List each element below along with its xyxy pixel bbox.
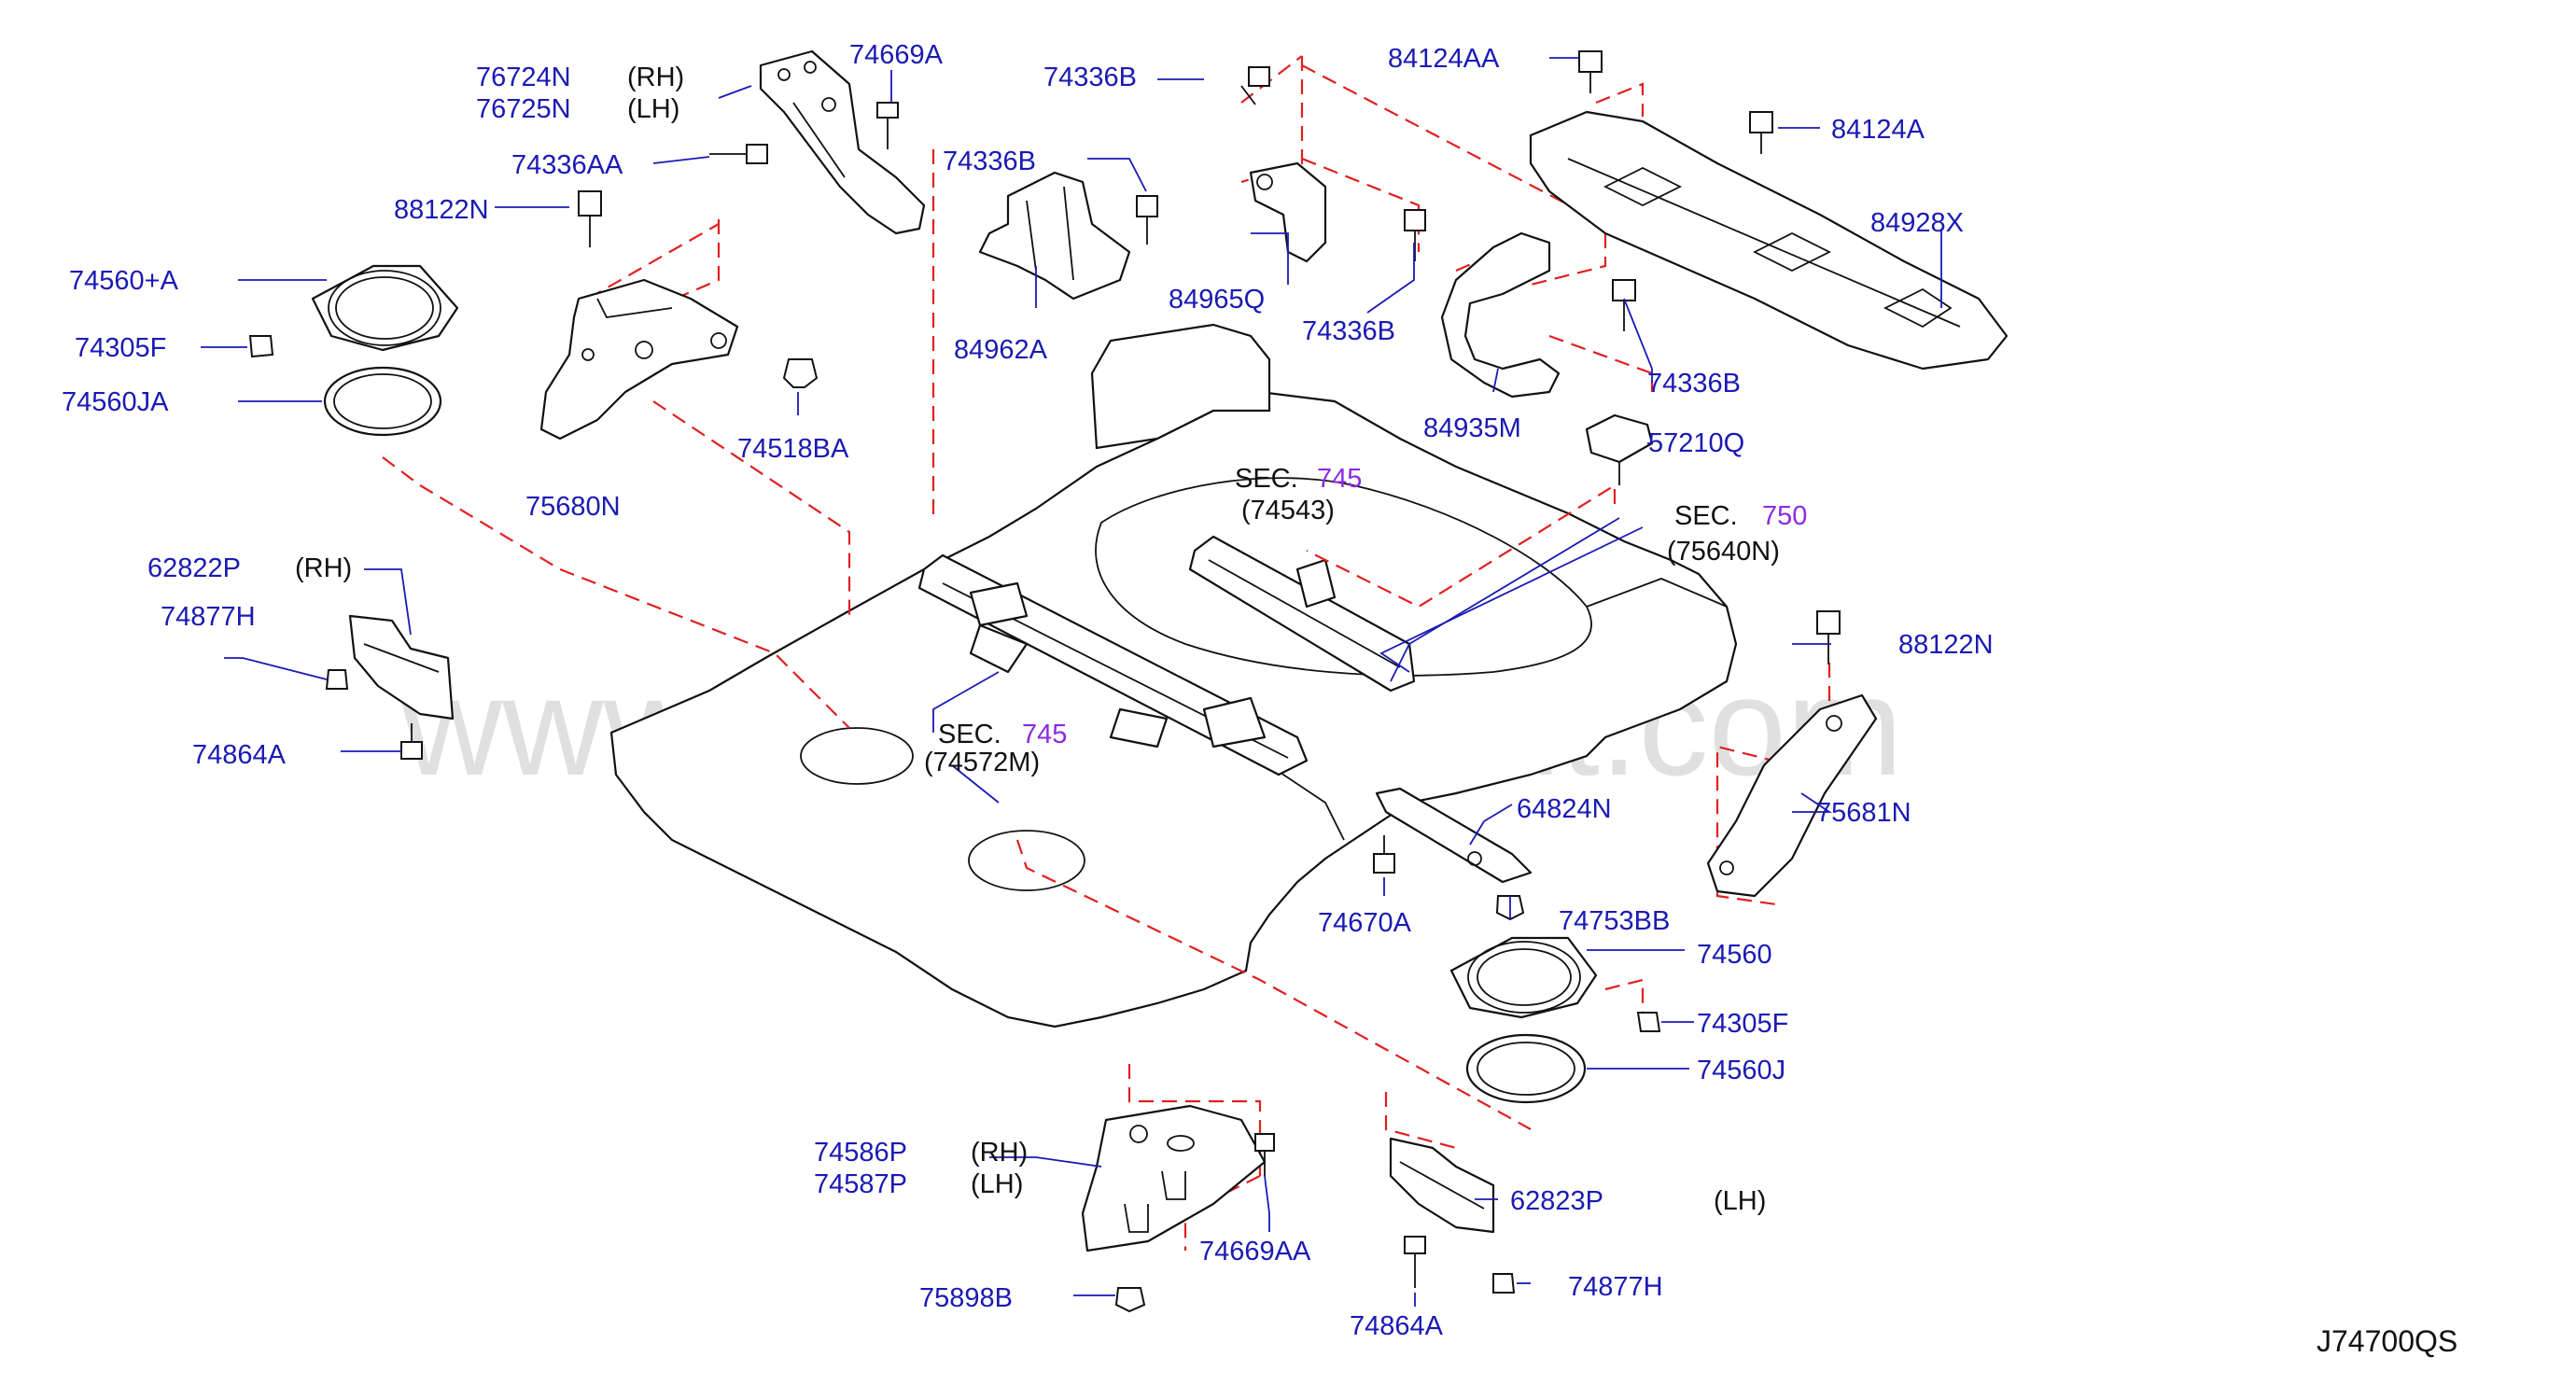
label-74864A-2[interactable]: 74864A (1350, 1311, 1444, 1341)
diagram-code: J74700QS (2317, 1324, 2457, 1358)
bolt-74336B-top[interactable] (1240, 66, 1270, 105)
nut-74518BA[interactable] (782, 358, 819, 388)
part-84935M-bracket[interactable] (1440, 231, 1561, 399)
label-lh-4: (LH) (1714, 1186, 1766, 1216)
label-76724N[interactable]: 76724N (476, 63, 571, 92)
label-88122N-2[interactable]: 88122N (1898, 630, 1994, 660)
label-74336B-2[interactable]: 74336B (943, 147, 1036, 176)
part-76724N-bracket[interactable] (759, 49, 926, 235)
label-lh-1: (LH) (627, 94, 679, 124)
part-84928X-panel[interactable] (1529, 110, 2009, 371)
clip-74877H-left[interactable] (325, 669, 349, 690)
floor-crossmember (917, 535, 1416, 776)
label-84124A[interactable]: 84124A (1831, 115, 1925, 145)
bolt-84124AA[interactable] (1578, 50, 1603, 93)
label-74336AA[interactable]: 74336AA (511, 150, 623, 180)
label-74560J[interactable]: 74560J (1697, 1056, 1785, 1085)
label-62822P[interactable]: 62822P (147, 553, 241, 583)
label-sec-3-ref: (74572M) (924, 748, 1040, 777)
label-84935M[interactable]: 84935M (1423, 413, 1521, 443)
label-sec-2-num[interactable]: 750 (1762, 501, 1807, 531)
bolt-88122N-left[interactable] (578, 190, 602, 247)
part-62822P-shield[interactable] (348, 614, 455, 720)
label-75681N[interactable]: 75681N (1816, 798, 1911, 828)
label-74305F-1[interactable]: 74305F (75, 333, 166, 363)
label-sec-3-num[interactable]: 745 (1022, 720, 1067, 749)
label-84962A[interactable]: 84962A (954, 335, 1048, 365)
part-74560A-speaker[interactable] (311, 264, 459, 352)
bolt-74336B-right[interactable] (1404, 209, 1426, 261)
label-74670A[interactable]: 74670A (1318, 908, 1412, 938)
label-74877H-1[interactable]: 74877H (161, 602, 256, 632)
bolt-74336B-far-right[interactable] (1612, 279, 1636, 331)
label-sec-3: SEC. (938, 720, 1001, 749)
part-75681N-bracket[interactable] (1706, 693, 1878, 898)
leader-lines (201, 57, 1942, 1307)
bolt-74864A-right[interactable] (1404, 1236, 1426, 1288)
bolt-74336AA[interactable] (709, 144, 768, 164)
label-75680N[interactable]: 75680N (525, 492, 621, 522)
label-75898B[interactable]: 75898B (919, 1283, 1013, 1313)
label-74336B-3[interactable]: 74336B (1302, 316, 1395, 346)
label-74877H-2[interactable]: 74877H (1568, 1272, 1663, 1302)
ring-74560JA[interactable] (323, 366, 442, 437)
bolt-74669AA[interactable] (1254, 1133, 1275, 1176)
label-rh-1: (RH) (627, 63, 684, 92)
label-84965Q[interactable]: 84965Q (1169, 285, 1265, 315)
label-rh-3: (RH) (971, 1138, 1028, 1168)
label-84124AA[interactable]: 84124AA (1388, 44, 1500, 74)
assembly-lines (382, 55, 1831, 1251)
part-75680N-bracket[interactable] (539, 278, 739, 441)
bolt-88122N-right[interactable] (1816, 610, 1841, 665)
label-57210Q[interactable]: 57210Q (1648, 428, 1744, 458)
part-62823P-shield[interactable] (1389, 1137, 1495, 1234)
label-74336B-4[interactable]: 74336B (1647, 369, 1741, 399)
label-sec-1-num[interactable]: 745 (1317, 464, 1362, 494)
label-74518BA[interactable]: 74518BA (737, 434, 849, 464)
label-76725N[interactable]: 76725N (476, 94, 571, 124)
label-74305F-2[interactable]: 74305F (1697, 1009, 1788, 1039)
label-62823P[interactable]: 62823P (1510, 1186, 1603, 1216)
part-84965Q-bracket[interactable] (1249, 161, 1327, 263)
bolt-74336B-mid[interactable] (1136, 195, 1158, 245)
bolt-74670A[interactable] (1373, 835, 1395, 874)
label-74753BB[interactable]: 74753BB (1559, 906, 1670, 936)
label-lh-3: (LH) (971, 1169, 1023, 1199)
bolt-74864A-left[interactable] (400, 723, 423, 760)
label-rh-2: (RH) (295, 553, 352, 583)
part-74560-speaker[interactable] (1449, 936, 1598, 1019)
part-labels: 76724N (RH) 76725N (LH) 74669A 74336B 84… (62, 40, 1994, 1341)
label-sec-2: SEC. (1674, 501, 1738, 531)
label-74669AA[interactable]: 74669AA (1199, 1237, 1311, 1266)
label-84928X[interactable]: 84928X (1870, 208, 1964, 238)
label-74586P[interactable]: 74586P (814, 1138, 907, 1168)
label-74560[interactable]: 74560 (1697, 940, 1772, 970)
ring-74560J[interactable] (1465, 1033, 1587, 1104)
part-74586P-bracket[interactable] (1081, 1104, 1267, 1252)
clip-74877H-right[interactable] (1492, 1273, 1516, 1294)
bolt-84124A[interactable] (1749, 111, 1773, 154)
nut-75898B[interactable] (1114, 1287, 1146, 1313)
label-74587P[interactable]: 74587P (814, 1169, 907, 1199)
label-sec-1: SEC. (1235, 464, 1298, 494)
clip-74305F-left[interactable] (248, 335, 274, 358)
bolt-74669A[interactable] (876, 102, 899, 149)
label-64824N[interactable]: 64824N (1517, 794, 1612, 824)
label-74560A[interactable]: 74560+A (69, 266, 179, 296)
part-64824N-bracket[interactable] (1375, 787, 1533, 884)
clip-74305F-right[interactable] (1636, 1012, 1661, 1032)
label-74560JA[interactable]: 74560JA (62, 387, 169, 417)
label-sec-1-ref: (74543) (1241, 496, 1335, 525)
nut-57210Q[interactable] (1585, 413, 1654, 485)
part-84962A-bracket[interactable] (978, 171, 1131, 301)
label-74864A-1[interactable]: 74864A (192, 740, 287, 770)
label-74669A[interactable]: 74669A (849, 40, 944, 70)
label-sec-2-ref: (75640N) (1667, 537, 1780, 567)
label-88122N-1[interactable]: 88122N (394, 195, 489, 225)
label-74336B-1[interactable]: 74336B (1043, 63, 1137, 92)
